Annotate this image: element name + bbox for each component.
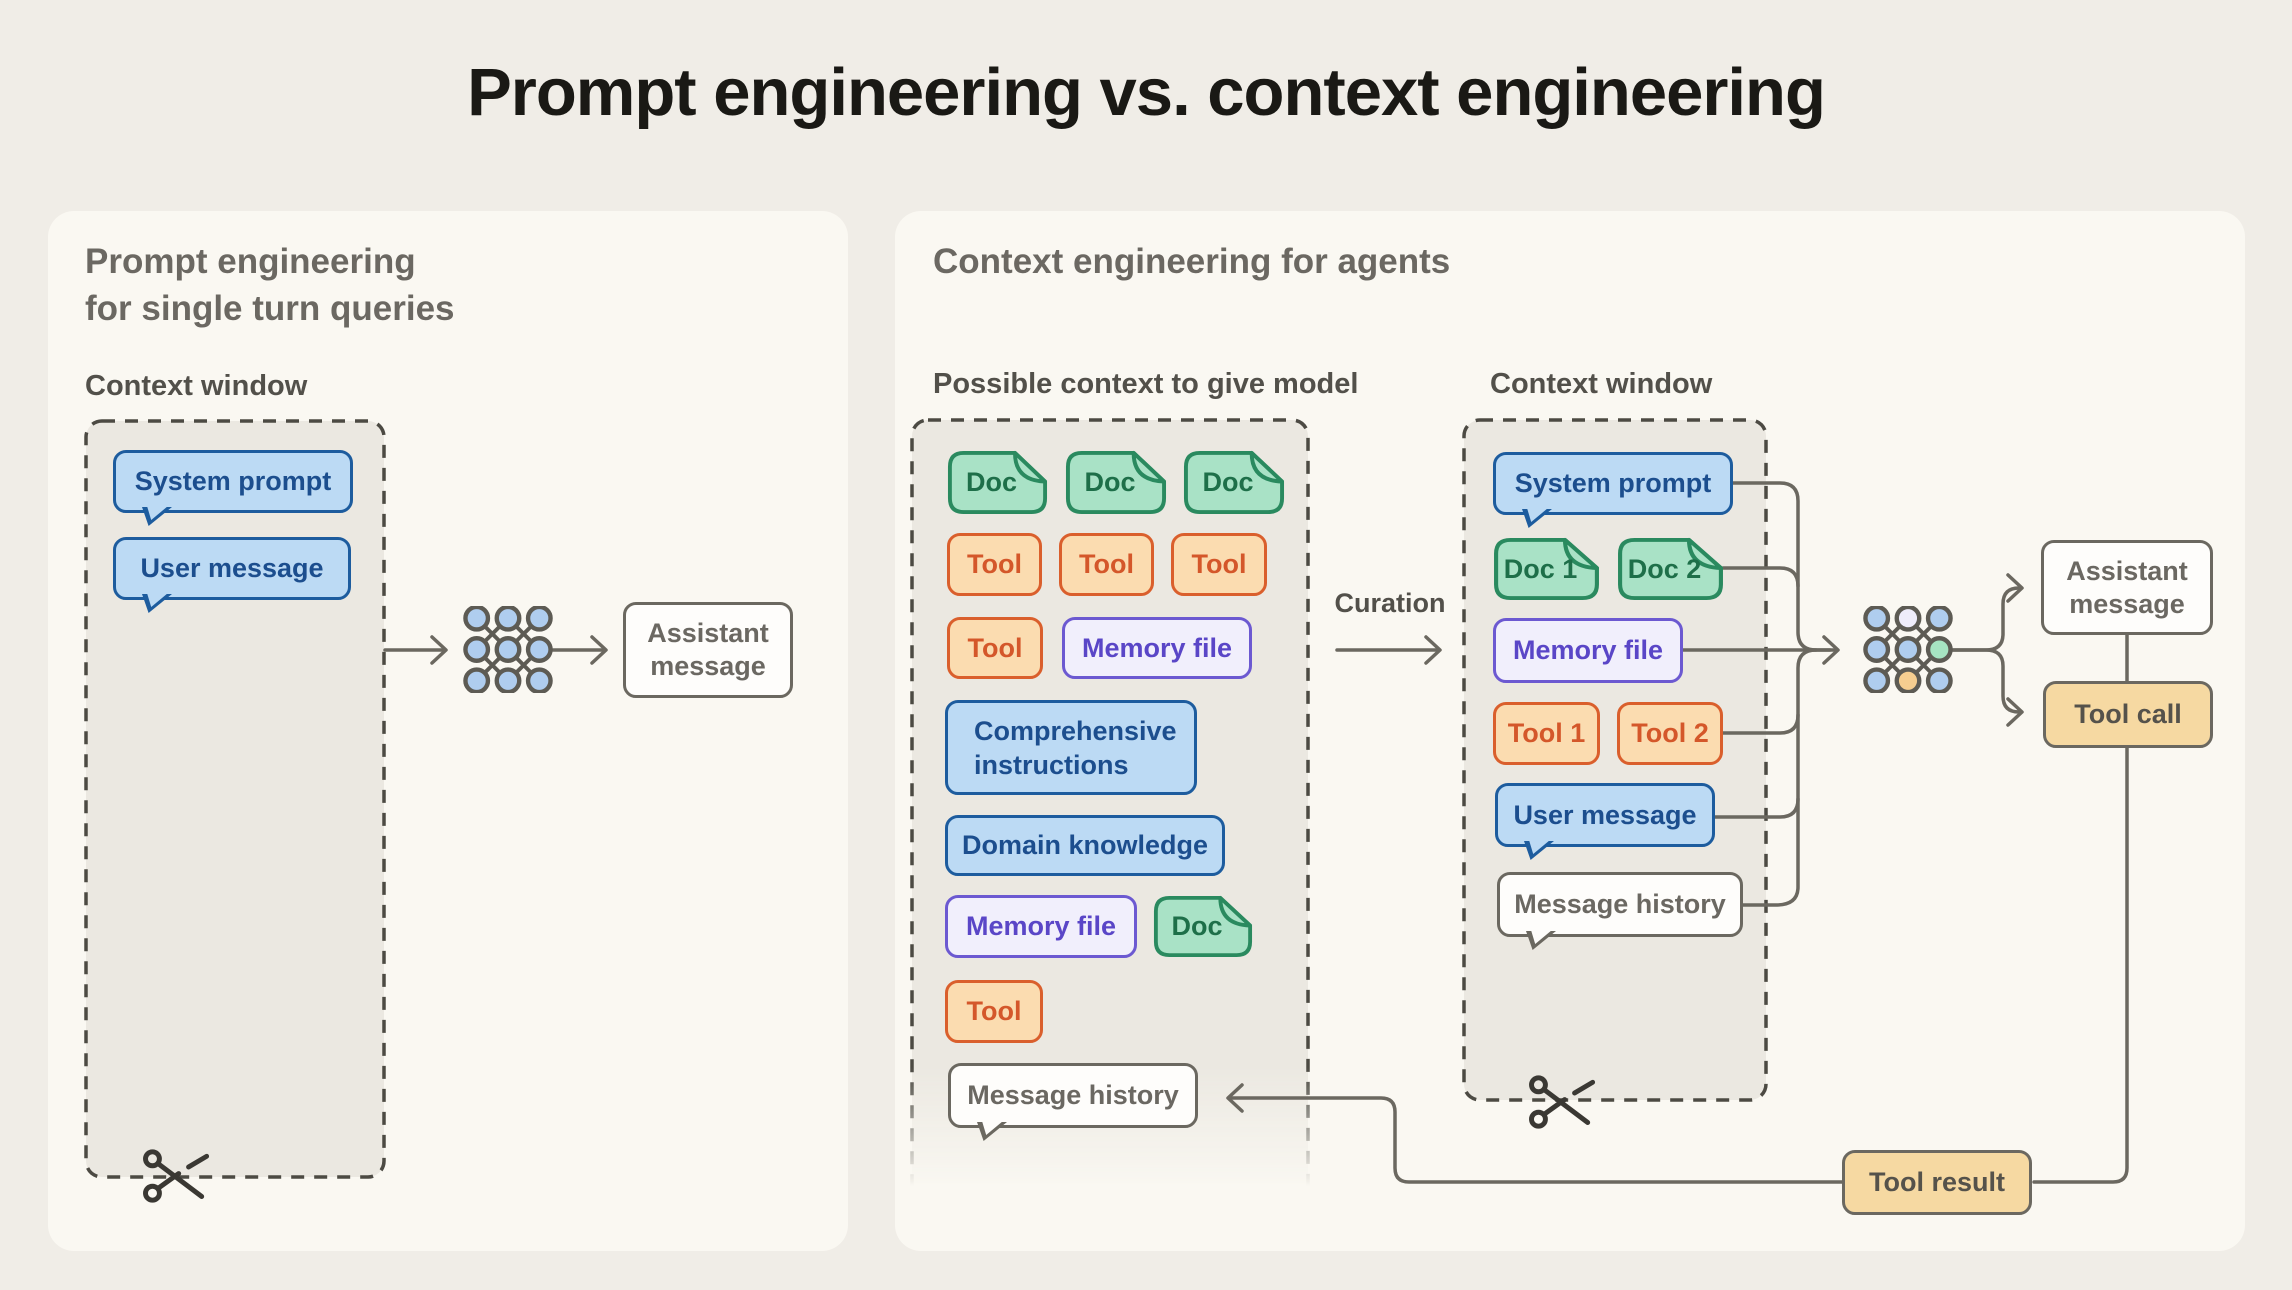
assistant-message-box: Assistant message [2041,540,2213,635]
doc-icon [1153,895,1253,958]
memory-file-item: Memory file [1493,618,1683,683]
tool-item: Tool [1059,533,1154,596]
page-title: Prompt engineering vs. context engineeri… [467,55,1826,130]
left-context-window-box [84,419,386,1179]
system-prompt-bubble: System prompt [113,450,353,526]
neural-network-icon [1863,606,1953,693]
domain-knowledge-item: Domain knowledge [945,815,1225,876]
system-prompt-bubble: System prompt [1493,452,1733,528]
left-context-window-label: Context window [85,370,308,402]
doc-item: Doc [947,450,1048,515]
tool-result-box: Tool result [1842,1150,2032,1215]
tool-item: Tool [947,617,1043,679]
doc-item: Doc [1153,895,1253,958]
possible-context-label: Possible context to give model [933,368,1359,400]
right-heading: Context engineering for agents [933,242,1451,281]
tool-item: Tool [945,980,1043,1043]
user-message-bubble: User message [113,537,351,613]
message-history-bubble: Message history [948,1063,1198,1141]
message-history-bubble: Message history [1497,872,1743,950]
doc-item: Doc [1065,450,1167,515]
tool2-item: Tool 2 [1617,702,1723,765]
tool-item: Tool [947,533,1042,596]
comprehensive-instructions-item: Comprehensive instructions [945,700,1197,795]
memory-file-item: Memory file [945,895,1137,958]
left-heading-line1: Prompt engineering [85,242,416,281]
neural-network-icon [463,606,553,693]
tool-item: Tool [1171,533,1267,596]
system-prompt-label: System prompt [134,466,332,496]
doc2-item: Doc 2 [1617,537,1724,601]
doc1-item: Doc 1 [1493,537,1600,601]
memory-file-item: Memory file [1062,617,1252,679]
user-message-label: User message [140,553,324,583]
user-message-bubble: User message [1495,783,1715,860]
doc-icon [1065,450,1167,515]
scissors-icon [1529,1075,1596,1129]
curation-label: Curation [1334,588,1446,618]
tool-call-box: Tool call [2043,681,2213,748]
tool1-item: Tool 1 [1493,702,1600,765]
assistant-message-box: Assistant message [623,602,793,698]
message-history-label: Message history [967,1080,1179,1110]
doc-icon [1618,537,1723,601]
doc-item: Doc [1183,450,1285,515]
right-context-window-label: Context window [1490,368,1713,400]
scissors-icon [143,1149,210,1203]
doc-icon [947,450,1048,515]
doc-icon [1183,450,1285,515]
left-heading-line2: for single turn queries [85,289,455,328]
doc-icon [1494,537,1599,601]
left-heading: Prompt engineering for single turn queri… [85,238,455,332]
